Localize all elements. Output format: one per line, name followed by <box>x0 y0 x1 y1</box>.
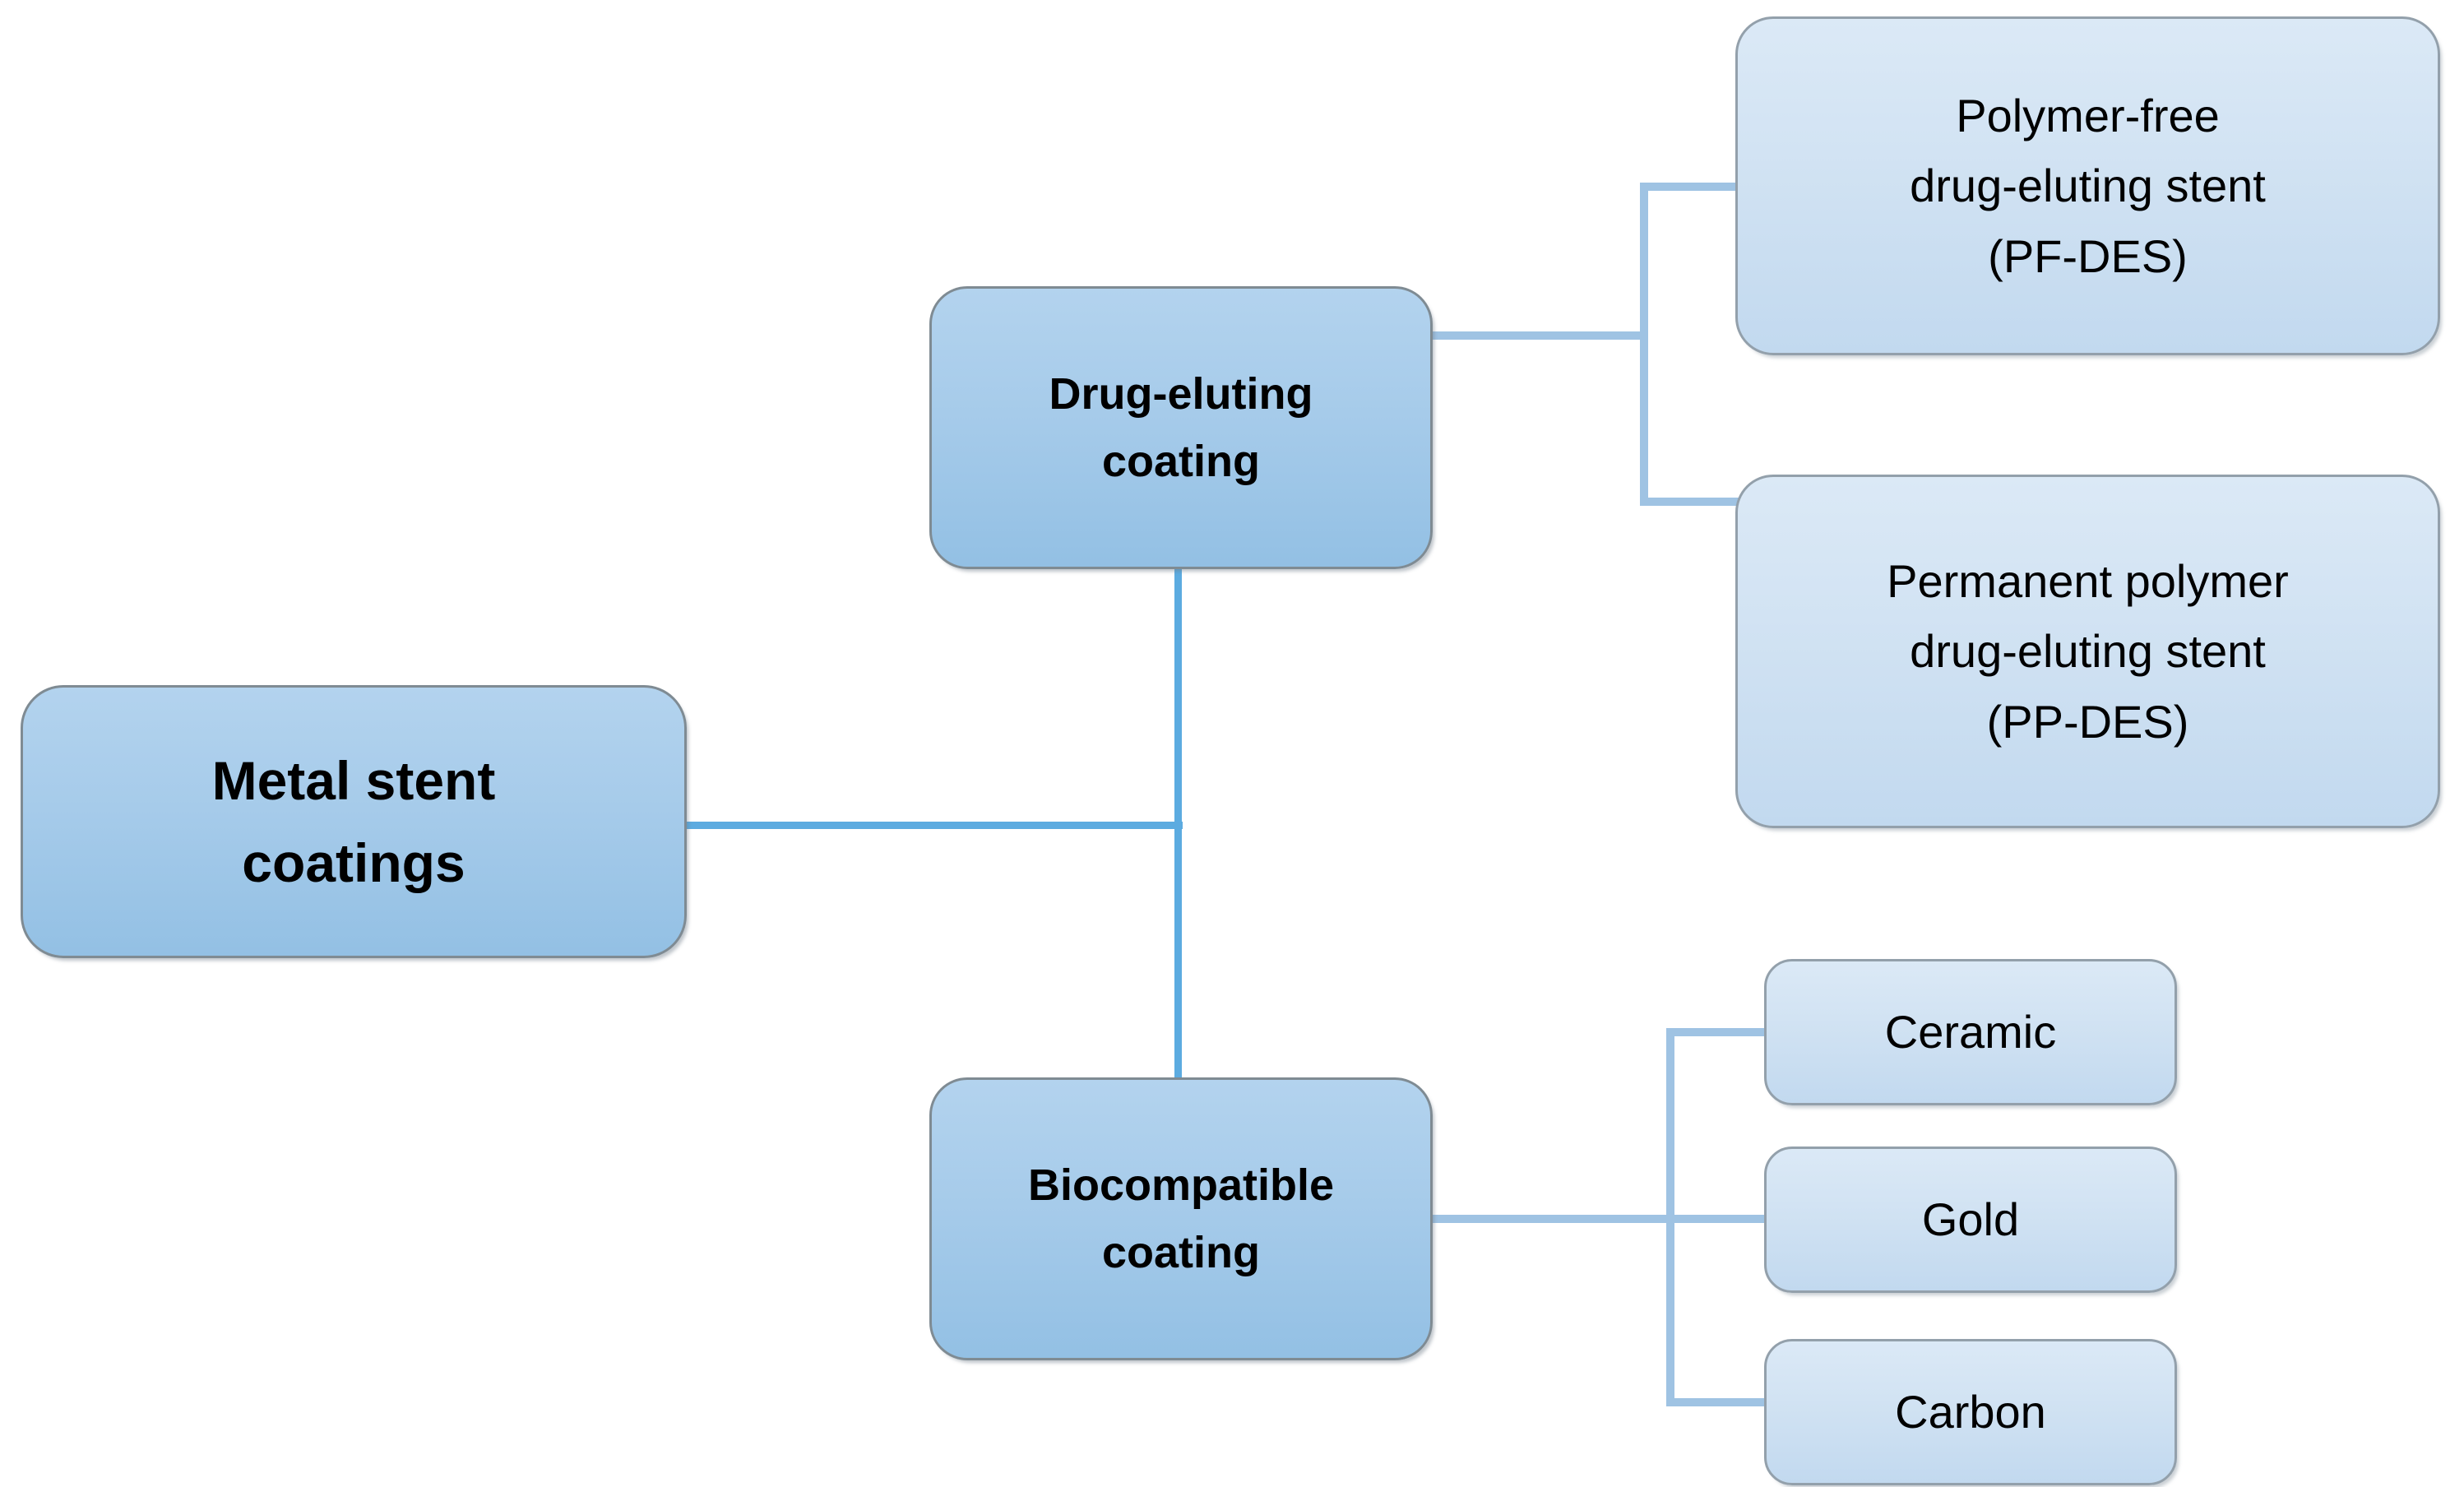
connector-trunk-to-ceramic <box>1666 1028 1768 1036</box>
node-gold-label: Gold <box>1921 1193 2020 1246</box>
connector-trunk-to-pp-des <box>1640 498 1740 506</box>
connector-biocompatible-to-trunk <box>1429 1215 1673 1223</box>
node-metal-stent-coatings-line-1: Metal stent <box>211 749 496 811</box>
connector-trunk-to-gold <box>1666 1215 1768 1223</box>
connector-drug-eluting-to-trunk <box>1429 331 1648 340</box>
node-drug-eluting-coating[interactable]: Drug-eluting coating <box>929 286 1433 569</box>
node-carbon-label: Carbon <box>1895 1386 2046 1438</box>
node-biocompatible-coating-line-1: Biocompatible <box>1027 1160 1335 1210</box>
node-biocompatible-coating[interactable]: Biocompatible coating <box>929 1077 1433 1360</box>
node-biocompatible-coating-line-2: coating <box>1101 1228 1260 1277</box>
connector-root-to-trunk <box>685 822 1183 829</box>
connector-main-vertical-trunk <box>1174 564 1182 1082</box>
node-pp-des-line-3: (PP-DES) <box>1986 695 2189 748</box>
node-drug-eluting-coating-line-1: Drug-eluting <box>1049 368 1313 419</box>
node-pf-des-line-1: Polymer-free <box>1956 90 2220 142</box>
node-metal-stent-coatings-line-2: coatings <box>242 832 465 893</box>
node-pp-des-line-2: drug-eluting stent <box>1910 625 2266 678</box>
connector-trunk-to-carbon <box>1666 1398 1768 1406</box>
node-ceramic[interactable]: Ceramic <box>1764 959 2177 1105</box>
node-gold[interactable]: Gold <box>1764 1147 2177 1293</box>
node-pf-des-line-2: drug-eluting stent <box>1910 160 2266 212</box>
node-metal-stent-coatings[interactable]: Metal stent coatings <box>21 685 687 958</box>
node-ceramic-label: Ceramic <box>1884 1006 2057 1059</box>
node-pp-des-line-1: Permanent polymer <box>1887 555 2289 608</box>
connector-trunk-to-pf-des <box>1640 183 1740 191</box>
connector-drug-eluting-trunk <box>1640 183 1648 506</box>
node-drug-eluting-coating-line-2: coating <box>1101 437 1260 486</box>
node-pf-des-line-3: (PF-DES) <box>1988 229 2188 282</box>
node-polymer-free-drug-eluting-stent[interactable]: Polymer-free drug-eluting stent (PF-DES) <box>1735 16 2440 355</box>
node-carbon[interactable]: Carbon <box>1764 1339 2177 1485</box>
node-permanent-polymer-drug-eluting-stent[interactable]: Permanent polymer drug-eluting stent (PP… <box>1735 475 2440 828</box>
